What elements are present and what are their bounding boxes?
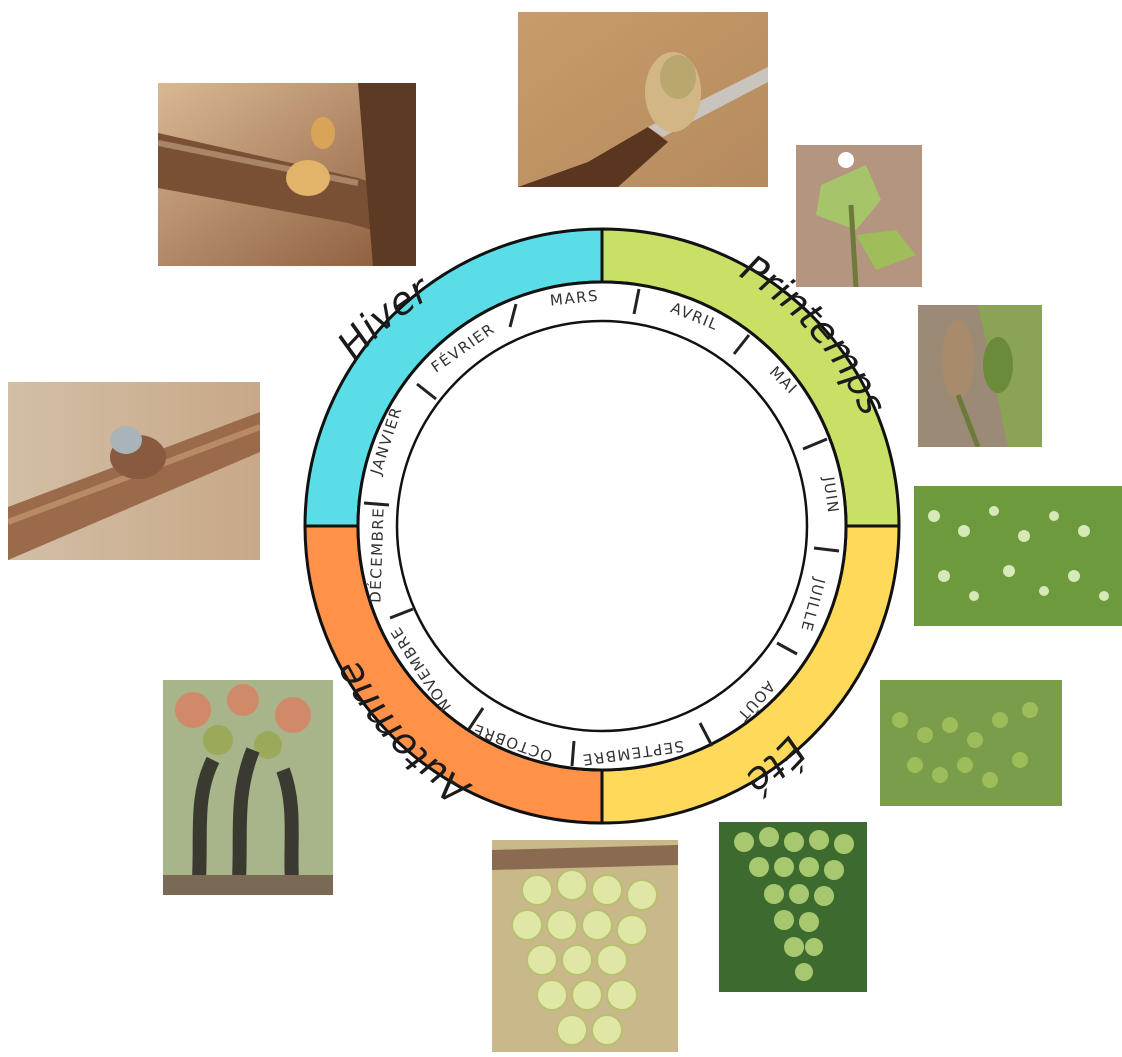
inner-circle — [397, 321, 807, 731]
month-label-december: DÉCEMBRE — [365, 506, 387, 603]
